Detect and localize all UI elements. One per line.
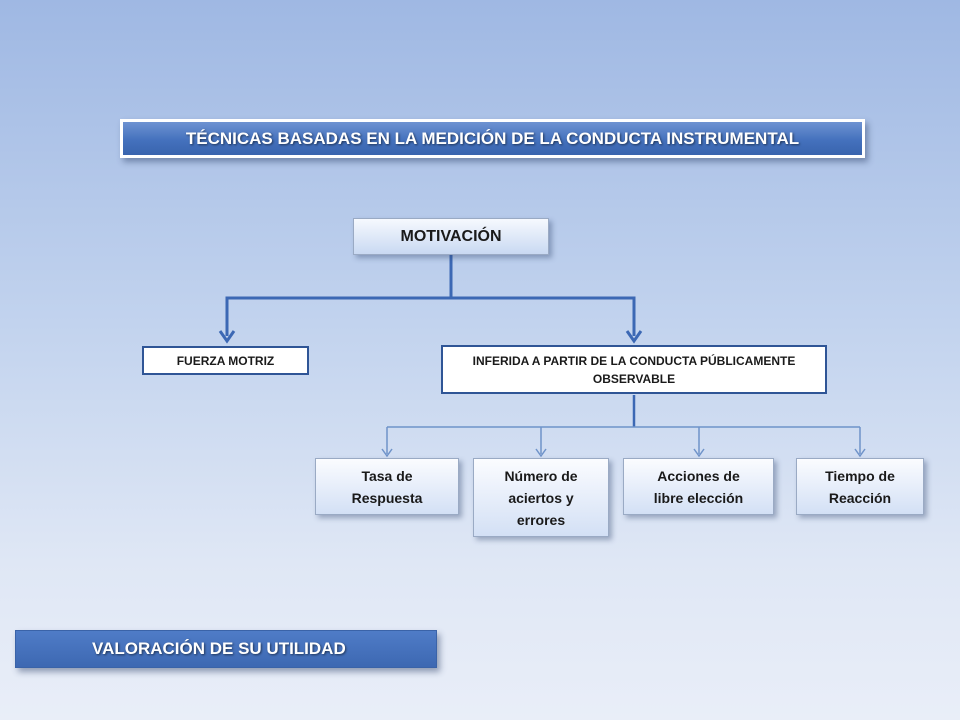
footer-banner: VALORACIÓN DE SU UTILIDAD [15,630,437,668]
arrow-down-icon [625,298,643,344]
leaf-node-label: Reacción [828,489,892,506]
leaf-connector [386,426,861,454]
root-connector [225,254,636,300]
node-inferida-label-line2: OBSERVABLE [592,371,676,386]
arrow-down-icon [381,448,393,458]
arrow-down-icon [693,448,705,458]
arrow-down-icon [218,298,236,344]
leaf-node-label: libre elección [653,489,744,506]
node-fuerza-motriz: FUERZA MOTRIZ [142,346,309,375]
node-inferida-label-line1: INFERIDA A PARTIR DE LA CONDUCTA PÚBLICA… [472,353,796,368]
leaf-node-tiempo-reaccion: Tiempo de Reacción [796,458,924,515]
node-inferida: INFERIDA A PARTIR DE LA CONDUCTA PÚBLICA… [441,345,827,394]
leaf-node-label: aciertos y [508,489,574,506]
footer-banner-text: VALORACIÓN DE SU UTILIDAD [92,639,346,658]
root-node-motivacion: MOTIVACIÓN [353,218,549,255]
leaf-node-tasa-respuesta: Tasa de Respuesta [315,458,459,515]
leaf-node-label: errores [516,511,566,528]
leaf-node-label: Respuesta [351,489,423,506]
slide-title: TÉCNICAS BASADAS EN LA MEDICIÓN DE LA CO… [120,119,865,158]
leaf-node-label: Número de [504,467,578,484]
arrow-down-icon [854,448,866,458]
leaf-node-numero-aciertos: Número de aciertos y errores [473,458,609,537]
leaf-node-label: Tiempo de [825,467,895,484]
leaf-node-label: Tasa de [361,467,413,484]
leaf-node-label: Acciones de [657,467,740,484]
arrow-down-icon [535,448,547,458]
root-node-label: MOTIVACIÓN [400,227,502,245]
slide-title-text: TÉCNICAS BASADAS EN LA MEDICIÓN DE LA CO… [185,128,800,148]
node-fuerza-motriz-label: FUERZA MOTRIZ [176,353,275,368]
leaf-node-acciones-libre-eleccion: Acciones de libre elección [623,458,774,515]
